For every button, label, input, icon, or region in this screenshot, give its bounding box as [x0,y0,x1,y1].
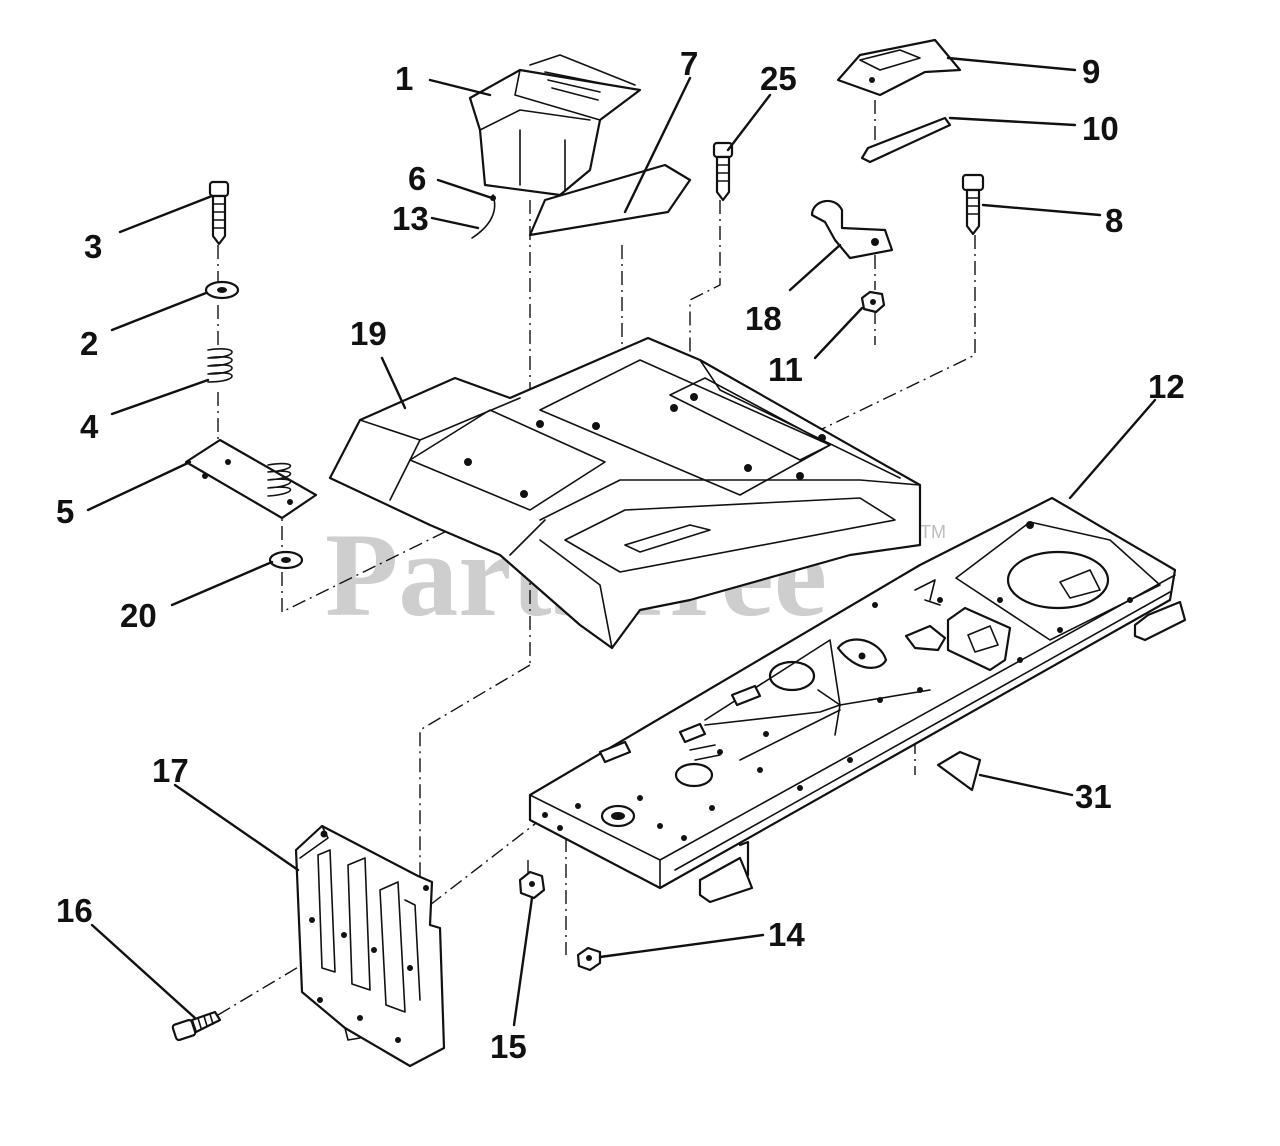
callout-16: 16 [56,892,93,929]
callout-2: 2 [80,325,98,362]
callout-14: 14 [768,916,805,953]
callout-25: 25 [760,60,797,97]
bracket-10-part [860,116,952,164]
callout-11: 11 [768,351,803,388]
front-plate-17-part [294,824,446,1068]
callout-31: 31 [1075,778,1112,815]
callout-9: 9 [1082,53,1100,90]
nut-14-part [576,946,602,972]
callout-19: 19 [350,315,387,352]
battery-box-part [468,54,642,197]
callout-12: 12 [1148,368,1185,405]
callout-15: 15 [490,1028,527,1065]
leader-lines [86,56,1157,1027]
assembly-lines [217,100,976,1016]
callout-18: 18 [745,300,782,337]
callout-17: 17 [152,752,189,789]
strap-part [471,194,496,239]
callout-5: 5 [56,493,74,530]
clip-31-part [936,750,982,792]
nut-11-part [860,290,886,314]
callout-1: 1 [395,60,413,97]
clamp-18-part [810,199,894,260]
washer-20-part [268,550,304,570]
spring-4-part [207,348,233,383]
callout-13: 13 [392,200,429,237]
cover-9-part [836,38,962,97]
bolt-16-part [171,1010,222,1042]
seat-plate-part [184,438,318,520]
pad-part [528,163,692,237]
frame-12-part [528,496,1187,904]
callout-8: 8 [1105,202,1123,239]
fender-19-part [328,336,922,650]
washer-2-part [204,280,240,300]
callout-10: 10 [1082,110,1119,147]
callout-7: 7 [680,45,698,82]
callout-6: 6 [408,160,426,197]
bolt-3-part [208,180,230,246]
callout-4: 4 [80,408,99,445]
callout-20: 20 [120,597,157,634]
callout-3: 3 [84,228,102,265]
callouts: 1 2 3 4 5 6 7 8 9 10 11 12 13 14 15 16 1… [56,45,1185,1065]
watermark-trademark: TM [920,522,946,542]
bolt-8-part [961,173,985,236]
bolt-25-part [712,141,734,202]
nut-15-part [518,870,546,900]
